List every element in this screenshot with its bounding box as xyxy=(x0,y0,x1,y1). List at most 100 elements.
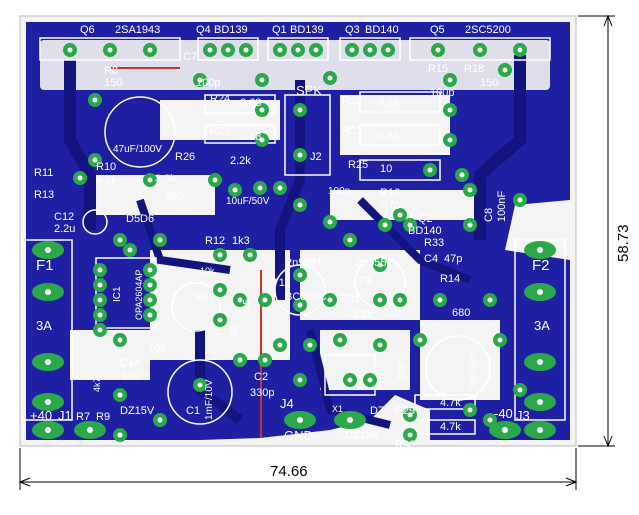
r18-value: 150 xyxy=(480,77,498,89)
pad-hole xyxy=(382,222,388,228)
q4-label: Q4 xyxy=(196,24,211,36)
silkscreen: Q6 2SA1943 Q4 BD139 Q1 BD139 Q3 BD140 Q5… xyxy=(30,24,550,451)
r8-label: R8 xyxy=(104,65,118,77)
r-outline xyxy=(414,394,476,410)
spk-label: SPK xyxy=(296,83,322,98)
pad-hole xyxy=(435,47,441,53)
dim-horizontal-arrow-left xyxy=(18,477,31,487)
pad-hole xyxy=(45,399,51,405)
q3-outline xyxy=(339,37,401,61)
r21-label: R21 xyxy=(342,125,362,137)
pad-hole xyxy=(217,317,223,323)
pad-hole xyxy=(467,407,473,413)
r30-label: R30 xyxy=(395,439,415,451)
r16-value: 470 xyxy=(382,200,400,212)
r26-value: 2.2k xyxy=(230,155,251,167)
r25-label: R25 xyxy=(348,159,368,171)
c12-outline xyxy=(82,209,108,235)
r-680: 680 xyxy=(165,191,183,203)
q2-part: BD140 xyxy=(408,225,442,237)
r22-label: R22 xyxy=(342,95,362,107)
c2-label: C2 xyxy=(254,371,268,383)
r26-label: R26 xyxy=(175,151,195,163)
pad-hole xyxy=(237,357,243,363)
pad-hole xyxy=(297,152,303,158)
r25-value: 10 xyxy=(380,163,392,175)
pad-hole xyxy=(297,417,303,423)
pad-hole xyxy=(97,327,103,333)
dim-vertical-arrow-top xyxy=(603,14,613,27)
f1-label: F1 xyxy=(36,257,54,274)
q1-part: BD139 xyxy=(290,24,324,36)
r-outline xyxy=(359,91,441,113)
c4-label: C4 xyxy=(424,253,438,265)
pads xyxy=(32,43,556,442)
pad-hole xyxy=(297,377,303,383)
pad-hole xyxy=(207,47,213,53)
trace xyxy=(136,198,231,274)
pad-hole xyxy=(92,97,98,103)
r18-label: R18 xyxy=(464,63,484,75)
r7-label: R7 xyxy=(76,411,90,423)
pad-hole xyxy=(517,47,523,53)
pad-hole xyxy=(487,297,493,303)
pad-hole xyxy=(197,77,203,83)
pad-hole xyxy=(487,417,493,423)
spk-outline xyxy=(284,94,331,176)
r10-label: R10 xyxy=(96,161,116,173)
pad-hole xyxy=(97,297,103,303)
pad-hole xyxy=(243,47,249,53)
minus40-label: -40 xyxy=(494,406,513,421)
pad-hole xyxy=(347,417,353,423)
f1-value: 3A xyxy=(36,318,52,333)
pad-hole xyxy=(257,185,263,191)
r47b-value: 4.7k xyxy=(440,421,461,433)
pad-hole xyxy=(97,267,103,273)
r22-value: 0.68 xyxy=(378,97,399,109)
dz15b-label: DZ15V xyxy=(120,405,155,417)
t3-part: 2n5551 xyxy=(356,257,393,269)
q5-part: 2SC5200 xyxy=(465,24,511,36)
r-outline xyxy=(204,124,276,144)
pad-hole xyxy=(45,359,51,365)
pad-hole xyxy=(277,185,283,191)
q3-part: BD140 xyxy=(365,24,399,36)
ic1-label: IC1 xyxy=(112,286,123,302)
j2-label: J2 xyxy=(310,151,322,163)
f2-label: F2 xyxy=(532,257,550,274)
trace xyxy=(306,329,391,429)
t1-outline xyxy=(274,264,326,316)
pad-hole xyxy=(385,47,391,53)
r5-label: R5 xyxy=(242,299,253,312)
q5-label: Q5 xyxy=(430,24,445,36)
c1-outline xyxy=(167,359,233,425)
r68: 68 xyxy=(230,324,241,336)
pad-hole xyxy=(297,302,303,308)
r-outline xyxy=(359,159,441,181)
f2-outline xyxy=(514,239,566,421)
r11-label: R11 xyxy=(34,167,53,179)
f1-outline xyxy=(21,239,73,421)
r4k7: 4k7 xyxy=(92,377,102,392)
c8-label: C8 xyxy=(483,208,495,222)
pad-hole xyxy=(467,187,473,193)
pad-hole xyxy=(147,267,153,273)
pad-hole xyxy=(217,252,223,258)
r31-value: 3.3k xyxy=(352,309,373,321)
clearance xyxy=(70,330,150,380)
c9-value-top: 10uF/50V xyxy=(226,196,270,207)
pad-hole xyxy=(247,252,253,258)
pad-hole xyxy=(313,47,319,53)
j4-label: J4 xyxy=(280,396,294,411)
r-outline xyxy=(204,94,276,114)
r10k: 10k xyxy=(200,266,215,276)
r-outline xyxy=(414,419,476,435)
trace xyxy=(357,197,472,284)
pad-hole xyxy=(87,427,93,433)
pad-hole xyxy=(117,237,123,243)
pad-hole xyxy=(537,289,543,295)
pad-hole xyxy=(212,177,218,183)
pad-hole xyxy=(459,172,465,178)
pad-hole xyxy=(92,157,98,163)
